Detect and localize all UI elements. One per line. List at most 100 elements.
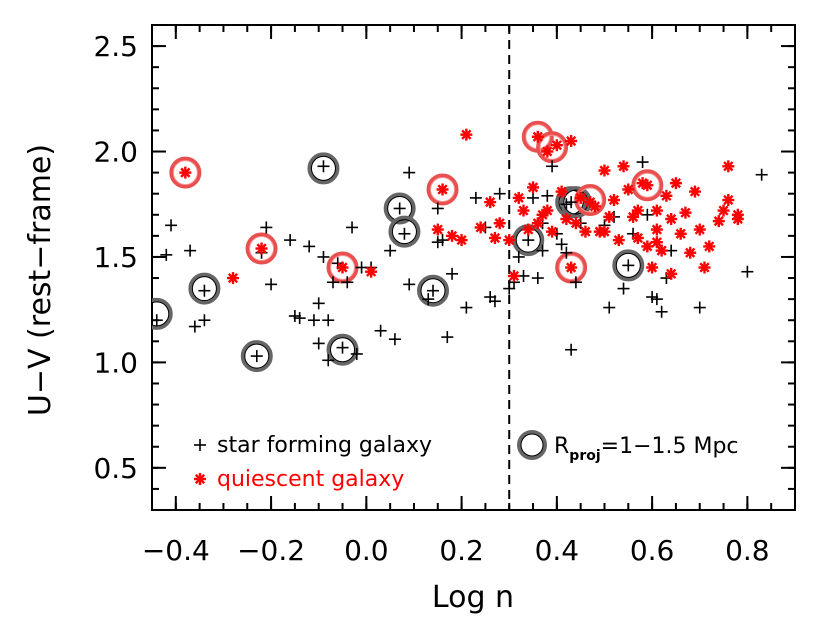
quiescent-point: [608, 194, 621, 207]
star-forming-point: [436, 234, 449, 247]
quiescent-point: [541, 204, 554, 217]
ring-point: [307, 152, 340, 185]
legend-ring-label: Rproj=1−1.5 Mpc: [554, 434, 739, 464]
data-marks: [152, 120, 768, 373]
star-forming-point: [446, 267, 459, 280]
y-tick-label: 1.5: [93, 241, 138, 274]
quiescent-point: [431, 223, 444, 236]
star-forming-point: [565, 196, 578, 209]
star-forming-point: [312, 337, 325, 350]
quiescent-point: [617, 160, 630, 173]
quiescent-point: [631, 204, 644, 217]
quiescent-point: [679, 206, 692, 219]
quiescent-point: [365, 265, 378, 278]
ring-point-inner: [539, 134, 565, 160]
ring-point-inner: [615, 252, 641, 278]
quiescent-point: [598, 164, 611, 177]
star-forming-point: [527, 191, 540, 204]
quiescent-point: [717, 204, 730, 217]
quiescent-point: [474, 221, 487, 234]
ring-point: [245, 232, 278, 265]
quiescent-point: [560, 213, 573, 225]
quiescent-point: [436, 183, 449, 196]
star-forming-point: [165, 219, 178, 232]
star-forming-point: [260, 221, 273, 234]
star-forming-point: [555, 238, 568, 251]
y-tick-label: 0.5: [93, 452, 138, 485]
star-forming-point: [341, 276, 354, 289]
ring-point-inner: [310, 155, 336, 181]
star-forming-point: [531, 272, 544, 285]
star-forming-point: [398, 227, 411, 240]
quiescent-point: [650, 236, 663, 249]
ring-point-inner: [191, 276, 217, 302]
quiescent-point: [531, 130, 544, 143]
star-forming-point: [336, 341, 349, 354]
legend-plus-icon: [194, 439, 206, 451]
star-forming-point: [422, 293, 435, 306]
quiescent-point: [646, 261, 659, 274]
star-forming-point: [636, 156, 649, 169]
star-forming-point: [317, 250, 330, 263]
star-forming-point: [603, 301, 616, 314]
star-forming-point: [326, 276, 339, 289]
star-forming-point: [388, 333, 401, 346]
quiescent-point: [588, 200, 601, 213]
y-tick-label: 1.0: [93, 346, 138, 379]
y-tick-label: 2.5: [93, 30, 138, 63]
x-tick-label: 0.2: [439, 534, 484, 567]
quiescent-point: [650, 204, 663, 217]
quiescent-point: [493, 217, 506, 230]
quiescent-point: [703, 240, 716, 253]
ring-point-inner: [330, 255, 356, 280]
ring-point: [574, 184, 607, 217]
quiescent-point: [674, 227, 687, 240]
legend-ring-icon: [517, 430, 547, 460]
quiescent-point: [531, 217, 544, 230]
quiescent-point: [484, 196, 497, 209]
legend-ring-label-prefix: R: [554, 434, 569, 459]
star-forming-point: [250, 350, 263, 363]
ring-point: [612, 249, 645, 282]
quiescent-point: [598, 225, 611, 238]
ring-point-inner: [634, 172, 660, 198]
quiescent-point: [522, 223, 535, 236]
quiescent-point: [569, 217, 582, 230]
quiescent-point: [507, 269, 520, 282]
legend-quiescent-marker: [194, 473, 206, 485]
quiescent-point: [655, 244, 668, 257]
quiescent-point: [574, 191, 587, 204]
x-tick-label: 0.8: [725, 534, 770, 567]
quiescent-point: [555, 185, 568, 198]
x-tick-label: 0.4: [535, 534, 580, 567]
quiescent-point: [512, 191, 525, 204]
star-forming-point: [265, 278, 278, 291]
quiescent-point: [565, 261, 578, 274]
quiescent-point: [446, 229, 459, 242]
quiescent-point: [550, 139, 563, 152]
legend-ring-label-sub: proj: [569, 448, 600, 464]
star-forming-point: [198, 314, 211, 327]
quiescent-point: [641, 240, 654, 253]
star-forming-point: [641, 208, 654, 221]
legend-star-forming-marker: [194, 439, 206, 451]
quiescent-point: [641, 179, 654, 192]
ring-point: [188, 272, 221, 305]
star-forming-point: [427, 284, 440, 297]
star-forming-point: [546, 160, 559, 173]
legend-asterisk-icon: [194, 473, 206, 485]
star-forming-point: [493, 187, 506, 200]
quiescent-point: [579, 225, 592, 238]
star-forming-point: [469, 191, 482, 204]
star-forming-point: [541, 189, 554, 202]
star-forming-point: [307, 314, 320, 327]
star-forming-point: [512, 250, 525, 263]
star-forming-point: [312, 297, 325, 310]
star-forming-point: [441, 331, 454, 344]
x-tick-label: 0.0: [344, 534, 389, 567]
quiescent-point: [565, 134, 578, 147]
quiescent-point: [455, 234, 468, 247]
quiescent-point: [731, 213, 744, 225]
